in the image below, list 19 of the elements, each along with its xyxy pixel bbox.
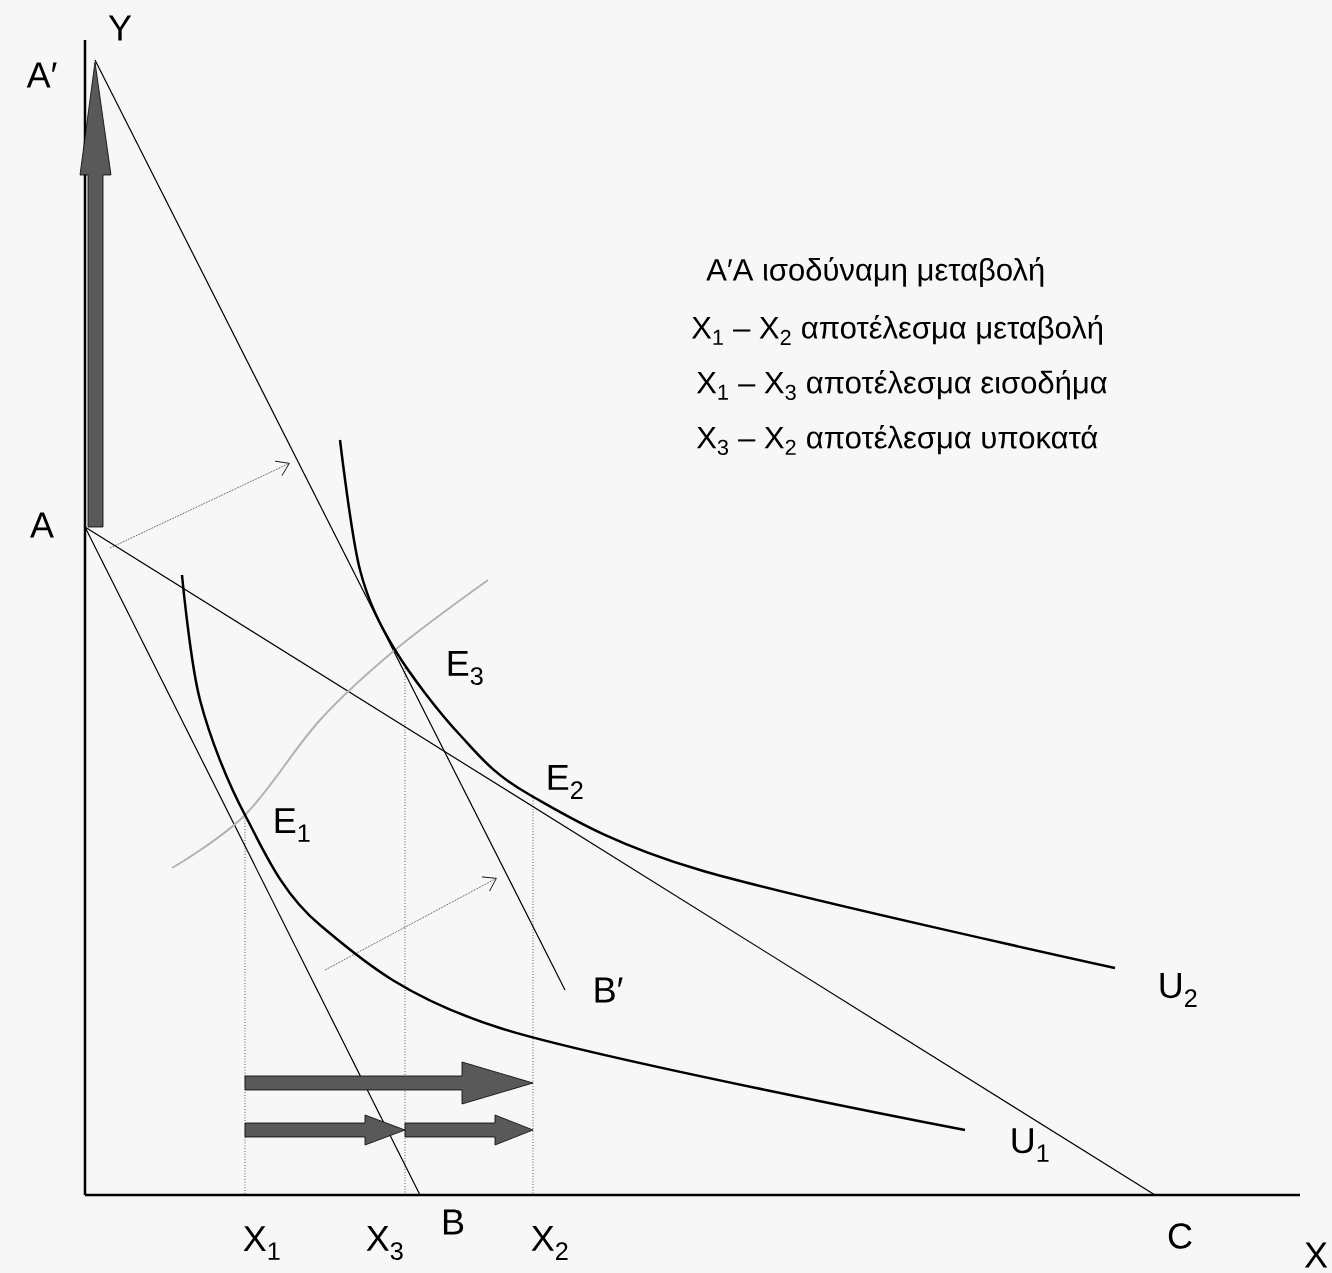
axis-label: Y xyxy=(108,15,132,41)
note-text: X$_{1}$ – X$_{3}$ αποτέλεσμα εισοδήμα xyxy=(696,369,1107,401)
point-label: A xyxy=(30,512,54,538)
axis-tick-label: X$_{3}$ xyxy=(366,1226,403,1261)
note-text: A′A ισοδύναμη μεταβολή xyxy=(706,257,1044,287)
note-text: X$_{1}$ – X$_{2}$ αποτέλεσμα μεταβολή xyxy=(691,315,1102,345)
axis-label: X xyxy=(1304,1242,1328,1268)
axis-tick-label: X$_{1}$ xyxy=(243,1226,280,1260)
point-label: B′ xyxy=(595,977,623,1003)
point-label: A′ xyxy=(26,62,57,88)
note-text: X$_{3}$ – X$_{2}$ αποτέλεσμα υποκατά xyxy=(696,424,1098,456)
point-label: E$_{2}$ xyxy=(548,765,583,799)
curve-label: U$_{1}$ xyxy=(1012,1128,1049,1162)
axis-tick-label: X$_{2}$ xyxy=(531,1226,568,1260)
point-label: C xyxy=(1168,1223,1192,1249)
curve-label: U$_{2}$ xyxy=(1160,973,1197,1007)
point-label: B xyxy=(443,1209,464,1235)
point-label: E$_{3}$ xyxy=(448,651,483,685)
point-label: E$_{1}$ xyxy=(275,808,310,842)
